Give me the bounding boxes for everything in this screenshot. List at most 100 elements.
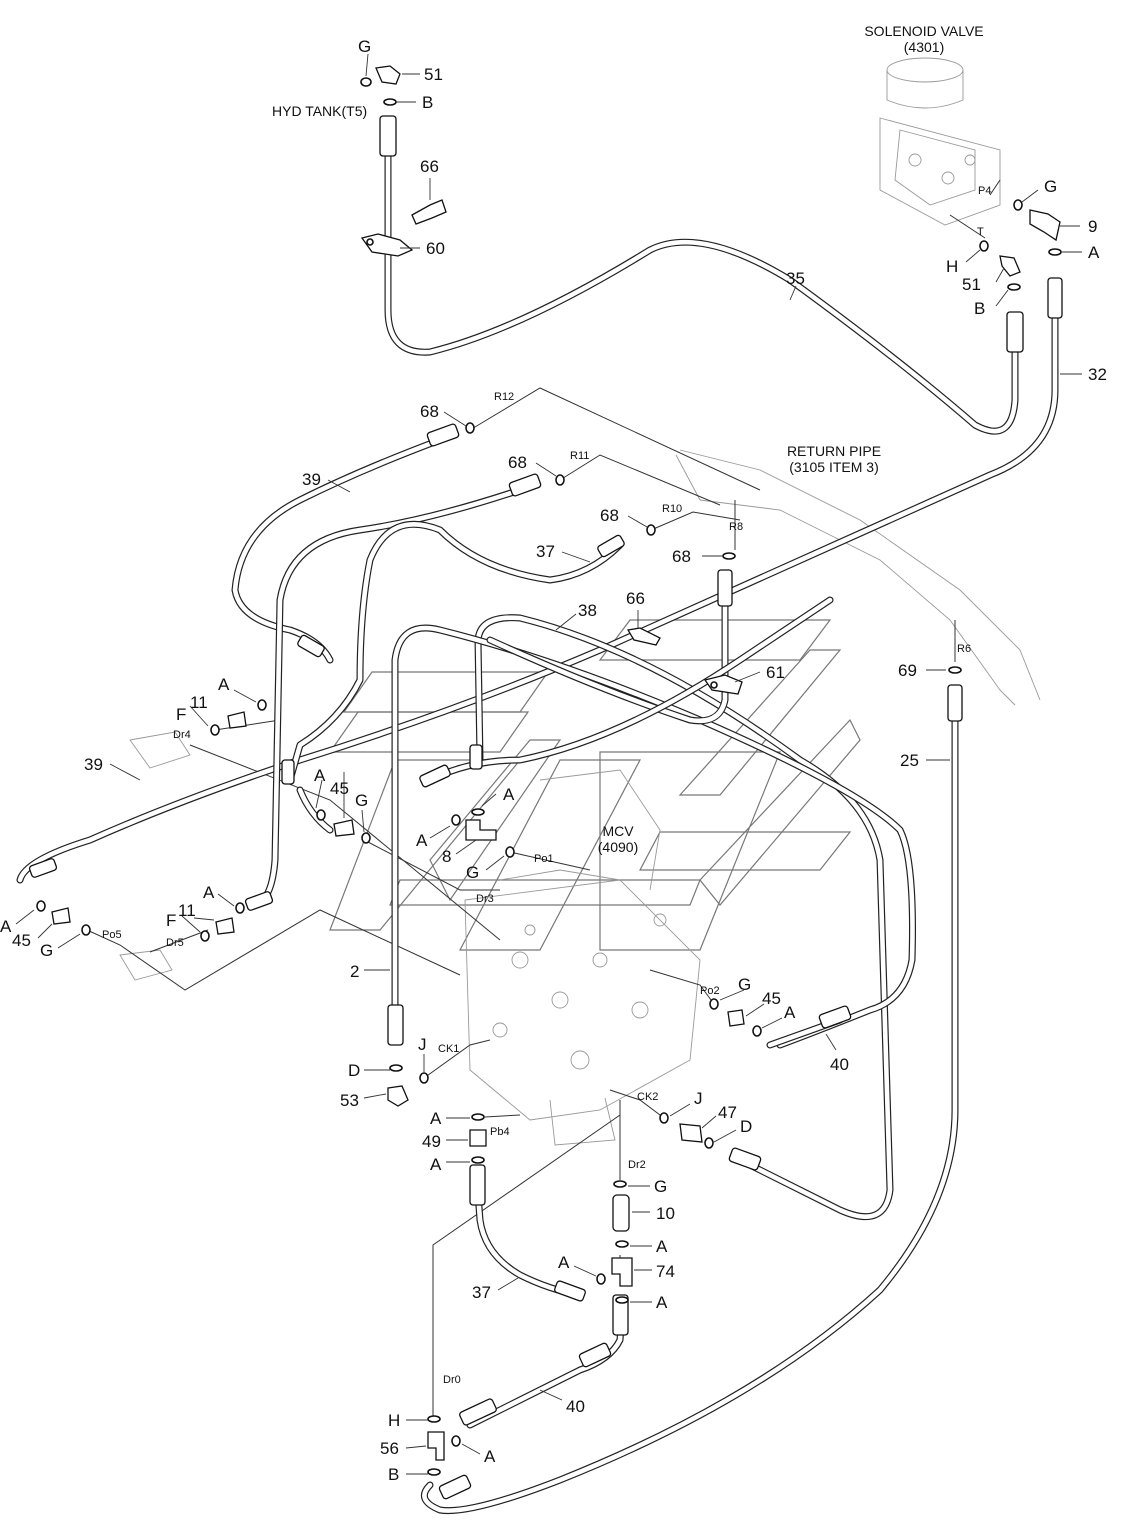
hose-32 (16, 291, 1059, 884)
callout: 68 (508, 453, 527, 472)
hose-2 (391, 624, 916, 1049)
hose-39-lower (251, 486, 524, 909)
callout: 8 (442, 847, 451, 866)
callout: A (0, 917, 12, 936)
port-label: Po2 (700, 985, 720, 997)
port-label: Dr3 (476, 893, 494, 905)
callout: 69 (898, 661, 917, 680)
callout: G (1044, 177, 1057, 196)
callout: A (416, 831, 428, 850)
adapter-45-right (727, 1009, 745, 1027)
hose-upper-center (426, 596, 834, 784)
callout: D (740, 1117, 752, 1136)
callout: 11 (190, 693, 208, 712)
callout: 25 (900, 751, 919, 770)
port-label: T (977, 226, 984, 238)
callout: G (355, 791, 368, 810)
bolt-66-lower (626, 627, 661, 646)
tee-8 (465, 819, 497, 841)
callout: 51 (962, 275, 981, 294)
port-label: P4 (978, 185, 991, 197)
clamp-60 (360, 233, 414, 257)
callout: A (656, 1237, 668, 1256)
callout: 68 (672, 547, 691, 566)
callout: 35 (786, 269, 805, 288)
callout: B (974, 299, 985, 318)
callout: H (388, 1411, 400, 1430)
clamp-61 (703, 674, 743, 695)
hose-37-lower (473, 1176, 584, 1299)
hose-37-upper (286, 520, 624, 784)
callout: A (656, 1293, 668, 1312)
callout: 51 (424, 65, 443, 84)
callout: 53 (340, 1091, 359, 1110)
callout: 61 (766, 663, 785, 682)
callout: 68 (600, 506, 619, 525)
callout: 10 (656, 1204, 675, 1223)
port-label: R10 (662, 503, 682, 515)
callout: A (484, 1447, 496, 1466)
return-pipe-label-1: RETURN PIPE (787, 443, 881, 459)
hose-61-line (486, 586, 729, 725)
port-label: Dr0 (443, 1374, 461, 1386)
callout: F (176, 705, 186, 724)
callout: 40 (830, 1055, 849, 1074)
callout: 45 (12, 931, 31, 950)
port-label: R12 (494, 391, 514, 403)
hose-35 (384, 126, 1019, 435)
callout: A (314, 766, 326, 785)
elbow-9 (1029, 209, 1061, 242)
mcv-label-1: MCV (602, 823, 634, 839)
o-rings (36, 77, 1062, 1476)
port-label: Pb4 (490, 1126, 510, 1138)
left-bracket-outline (119, 731, 191, 981)
callout-leaders (15, 53, 1082, 1475)
callout: 39 (302, 470, 321, 489)
callout: A (503, 785, 515, 804)
callout: 9 (1088, 217, 1097, 236)
adapter-45-left (51, 819, 355, 925)
adapter-49 (469, 1129, 487, 1147)
port-leader-lines (86, 179, 1001, 1418)
callout: J (694, 1089, 703, 1108)
solenoid-valve-label-2: (4301) (904, 39, 944, 55)
elbow-51-lower (999, 255, 1021, 277)
bolt-66-upper (411, 199, 447, 225)
check-valve-10 (612, 1194, 630, 1232)
hose-39-upper (231, 436, 444, 664)
adapter-11 (215, 711, 247, 935)
callout: 39 (84, 755, 103, 774)
callout: 40 (566, 1397, 585, 1416)
callout: B (388, 1465, 399, 1484)
callout: J (418, 1035, 427, 1054)
callout: B (422, 93, 433, 112)
callout: 11 (178, 901, 196, 920)
callout: D (348, 1061, 360, 1080)
adapter-47 (679, 1123, 703, 1143)
elbow-51-upper (375, 65, 401, 85)
callout: 74 (656, 1262, 675, 1281)
mcv-outline (464, 769, 701, 1146)
callout: 45 (762, 989, 781, 1008)
callout: 45 (330, 779, 349, 798)
callout: 49 (422, 1132, 441, 1151)
tee-74 (611, 1257, 633, 1287)
callout: 60 (426, 239, 445, 258)
solenoid-valve-label-1: SOLENOID VALVE (864, 23, 983, 39)
callout: A (430, 1109, 442, 1128)
callout: A (784, 1003, 796, 1022)
callout: 32 (1088, 365, 1107, 384)
callout: 68 (420, 402, 439, 421)
hose-left-short (296, 786, 334, 834)
callout: G (738, 975, 751, 994)
hose-25 (420, 696, 959, 1515)
callout: A (203, 883, 215, 902)
port-label: R8 (729, 521, 743, 533)
port-label: Dr5 (166, 937, 184, 949)
port-label: R11 (570, 450, 589, 462)
callout: A (218, 675, 230, 694)
tee-56 (427, 1431, 445, 1461)
hose-end-fittings (28, 115, 1063, 1500)
port-label: Dr2 (628, 1159, 646, 1171)
callout: A (1088, 243, 1100, 262)
